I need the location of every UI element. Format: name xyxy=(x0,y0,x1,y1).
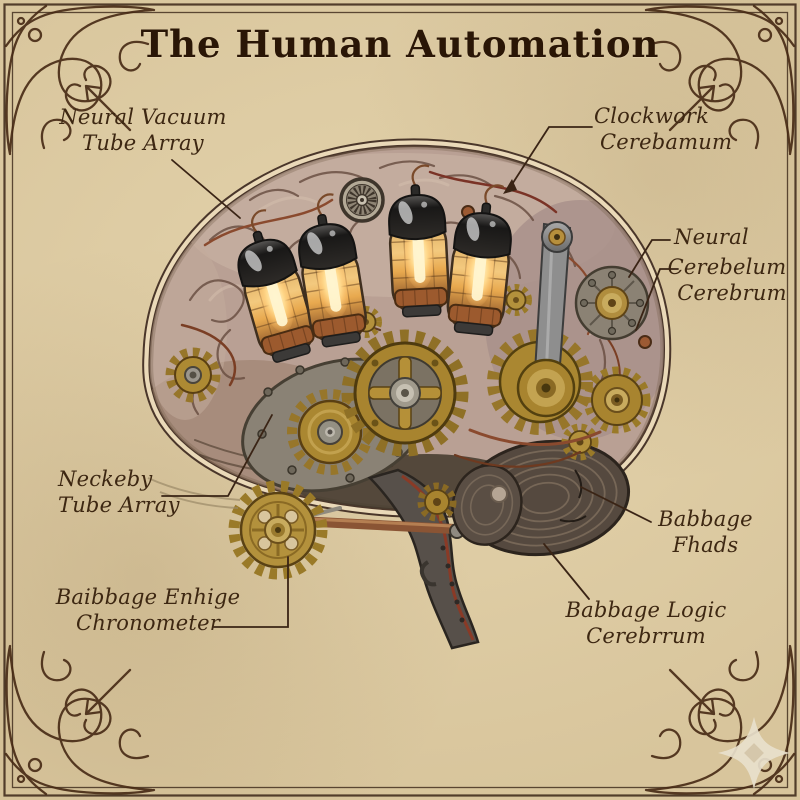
label-baibbage-enhige-chronometer: Baibbage Enhige Chronometer xyxy=(48,584,248,636)
leader-neckeby xyxy=(161,414,273,497)
label-clockwork-cerebamum: Clockwork Cerebamum xyxy=(594,103,764,155)
label-line: Babbage xyxy=(658,507,753,531)
label-line: Cerebrrum xyxy=(586,624,706,648)
label-line: Neural Vacuum xyxy=(59,105,227,129)
label-line: Tube Array xyxy=(58,493,180,517)
spoked-dial xyxy=(339,177,385,223)
label-line: Neural xyxy=(674,225,749,249)
plate-gear xyxy=(287,389,373,475)
label-neural: Neural xyxy=(674,224,774,250)
leader-neural-vacuum xyxy=(171,159,241,219)
leader-neural xyxy=(628,239,671,278)
chronometer-gear xyxy=(228,480,342,580)
small-brass-gear-left xyxy=(165,347,221,403)
label-line: Neckeby xyxy=(58,467,153,491)
steel-disc-gear xyxy=(574,265,650,341)
leader-lines xyxy=(161,126,679,628)
label-line: Baibbage Enhige xyxy=(55,585,241,609)
label-cerebelum-cerebrum: Cerebelum Cerebrum xyxy=(666,254,788,306)
leader-arrowhead xyxy=(503,179,517,194)
label-line: Cerebamum xyxy=(600,130,733,154)
pendulum xyxy=(487,221,593,435)
whisker-lines xyxy=(147,477,241,509)
label-line: Clockwork xyxy=(594,104,710,128)
corner-flourish-bottom-right xyxy=(644,644,796,796)
label-line: Chronometer xyxy=(76,611,220,635)
page-title: The Human Automation xyxy=(140,22,660,66)
label-neckeby-tube-array: Neckeby Tube Array xyxy=(58,466,218,518)
label-line: Babbage Logic xyxy=(565,598,727,622)
label-neural-vacuum-tube-array: Neural Vacuum Tube Array xyxy=(48,104,238,156)
label-line: Cerebelum xyxy=(667,255,787,279)
label-line: Tube Array xyxy=(82,131,204,155)
cerebellum xyxy=(451,439,631,557)
corner-flourish-bottom-left xyxy=(4,644,156,796)
central-gear xyxy=(341,329,469,457)
leader-fhads xyxy=(580,486,652,523)
sparkle-icon xyxy=(718,717,790,789)
rivet-dots xyxy=(461,205,652,349)
label-babbage-fhads: Babbage Fhads xyxy=(638,506,773,558)
label-line: Cerebrum xyxy=(677,281,787,305)
leader-chronometer xyxy=(213,556,289,628)
stem-gear xyxy=(417,482,457,522)
overlay-wires xyxy=(453,428,602,468)
right-brass-gear xyxy=(583,366,651,434)
label-babbage-logic-cerebrrum: Babbage Logic Cerebrrum xyxy=(536,597,756,649)
label-line: Fhads xyxy=(672,533,739,557)
frame-border xyxy=(3,3,797,797)
small-brass-gear-right xyxy=(500,284,532,316)
leader-babbage-logic xyxy=(543,543,590,600)
leader-cerebelum xyxy=(635,268,679,331)
leader-clockwork xyxy=(508,126,593,190)
